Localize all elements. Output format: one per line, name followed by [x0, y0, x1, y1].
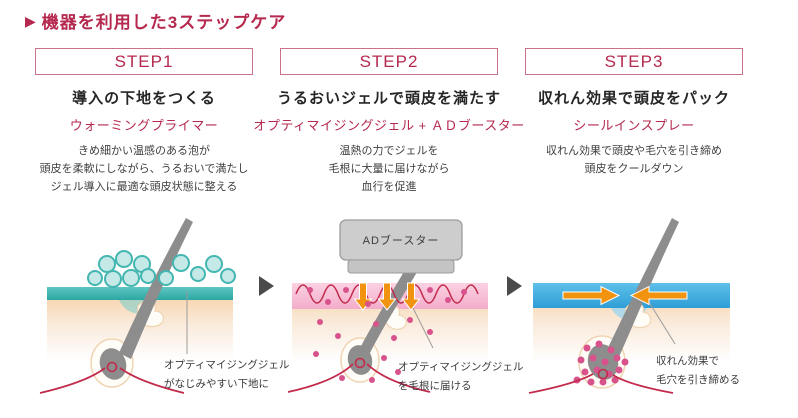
annotation-leader-line: [648, 301, 676, 345]
header-bullet-icon: ▶: [25, 12, 37, 29]
step3-title: 収れん効果で頭皮をパック: [537, 90, 730, 107]
step3-description: 収れん効果で頭皮や毛穴を引き締め 頭皮をクールダウン: [546, 145, 722, 175]
next-step-arrow-icon: [507, 276, 522, 296]
capillary-loop: [354, 357, 366, 369]
hair-bulb: [347, 345, 373, 375]
step2-column: STEP2 うるおいジェルで頭皮を満たす オプティマイジングジェル + ＡＤブー…: [253, 48, 525, 410]
step1-description: きめ細かい温感のある泡が 頭皮を柔軟にしながら、うるおいで満たし ジェル導入に最…: [39, 145, 249, 193]
hair-shaft: [358, 268, 417, 357]
step3-column: STEP3 収れん効果で頭皮をパック シールインスプレー 収れん効果で頭皮や毛穴…: [525, 48, 743, 410]
capillary-loop: [106, 361, 118, 373]
step3-product-name: シールインスプレー: [573, 118, 695, 133]
scalp-foam-illustration: [39, 218, 236, 394]
next-step-arrow-icon: [259, 276, 274, 296]
down-arrows: [353, 282, 421, 311]
capillary-left: [528, 373, 594, 394]
step1-annotation: オプティマイジングジェル がなじみやすい下地に: [164, 359, 290, 390]
hair-shaft: [119, 218, 193, 359]
step1-badge: STEP1: [35, 48, 253, 75]
step3-illustration-area: 収れん効果で 毛穴を引き締める: [525, 212, 743, 402]
step2-title: うるおいジェルで頭皮を満たす: [277, 90, 502, 107]
hair-shaft: [607, 218, 679, 357]
booster-device-label: ADブースター: [362, 235, 440, 247]
step1-title: 導入の下地をつくる: [72, 90, 216, 107]
gel-particles: [307, 287, 467, 383]
step2-badge: STEP2: [280, 48, 498, 75]
step3-badge: STEP3: [525, 48, 743, 75]
astringent-particles: [573, 340, 629, 386]
step1-illustration-area: オプティマイジングジェル がなじみやすい下地に: [35, 212, 289, 402]
capillary-left: [39, 367, 106, 394]
capillary-right: [366, 363, 431, 393]
step2-description: 温熱の力でジェルを 毛根に大量に届けながら 血行を促進: [328, 145, 450, 193]
tightening-arrows: [562, 285, 688, 306]
capillary-right: [119, 367, 185, 394]
foam-bubbles: [87, 250, 236, 288]
hair-bulb: [99, 348, 127, 380]
page-title: ▶ 機器を利用した3ステップケア: [25, 8, 286, 33]
booster-device: [339, 219, 463, 274]
step3-annotation: 収れん効果で 毛穴を引き締める: [656, 355, 740, 386]
scalp-pack-illustration: [528, 218, 730, 394]
step1-column: STEP1 導入の下地をつくる ウォーミングプライマー きめ細かい温感のある泡が…: [35, 48, 289, 410]
capillary-right: [612, 374, 674, 394]
capillary-loop: [597, 368, 609, 380]
capillary-left: [287, 363, 354, 393]
step2-illustration-area: ADブースター オプティマイジングジェル を毛根に届ける: [280, 212, 523, 402]
step2-annotation: オプティマイジングジェル を毛根に届ける: [398, 361, 524, 392]
scalp-booster-illustration: [287, 219, 488, 393]
step1-product-name: ウォーミングプライマー: [69, 118, 219, 133]
step2-product-name: オプティマイジングジェル + ＡＤブースター: [253, 118, 525, 133]
page-title-text: 機器を利用した3ステップケア: [41, 13, 287, 32]
